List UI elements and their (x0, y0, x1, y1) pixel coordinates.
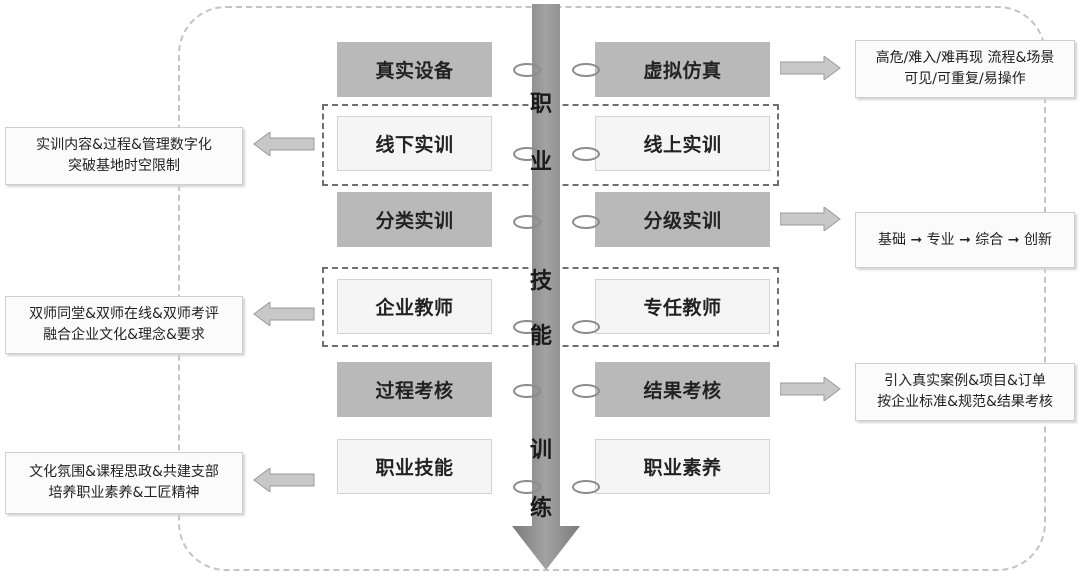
box-label: 分类实训 (375, 210, 454, 232)
left-arrow-icon (253, 132, 315, 156)
spine-arrow (512, 4, 580, 570)
note-enterprise-teacher: 双师同堂&双师在线&双师考评 融合企业文化&理念&要求 (5, 296, 243, 354)
note-result-assessment: 引入真实案例&项目&订单 按企业标准&规范&结果考核 (855, 363, 1075, 421)
link-oval (513, 384, 541, 398)
link-oval (572, 63, 600, 77)
note-line: 按企业标准&规范&结果考核 (877, 394, 1053, 410)
box-label: 线上实训 (643, 134, 722, 156)
box-online-training: 线上实训 (595, 116, 770, 171)
link-oval (513, 215, 541, 229)
box-label: 企业教师 (375, 297, 454, 319)
note-line: 双师同堂&双师在线&双师考评 (29, 306, 219, 322)
spine-char: 训 (529, 438, 552, 463)
spine-char: 职 (529, 92, 552, 117)
box-label: 专任教师 (643, 297, 722, 319)
box-vocational-skills: 职业技能 (337, 439, 492, 494)
box-label: 真实设备 (375, 60, 454, 82)
box-label: 分级实训 (643, 210, 722, 232)
right-arrow-icon (780, 56, 841, 80)
box-label: 职业素养 (643, 457, 722, 479)
note-line: 引入真实案例&项目&订单 (884, 373, 1046, 389)
link-oval (513, 480, 541, 494)
left-arrow-icon (253, 302, 315, 326)
link-oval (572, 384, 600, 398)
note-line: 高危/难入/难再现 流程&场景 (875, 50, 1055, 66)
box-category-training: 分类实训 (337, 192, 492, 247)
box-label: 过程考核 (375, 380, 454, 402)
note-line: 突破基地时空限制 (68, 158, 180, 174)
note-line: 文化氛围&课程思政&共建支部 (29, 464, 219, 480)
box-offline-training: 线下实训 (337, 116, 492, 171)
box-fulltime-teacher: 专任教师 (595, 279, 770, 334)
spine-char: 技 (529, 269, 552, 294)
spine-char: 能 (529, 324, 552, 349)
note-line: 实训内容&过程&管理数字化 (36, 137, 212, 153)
note-vocational-skills: 文化氛围&课程思政&共建支部 培养职业素养&工匠精神 (5, 452, 243, 514)
note-line: 培养职业素养&工匠精神 (48, 485, 200, 501)
link-oval (572, 215, 600, 229)
box-level-training: 分级实训 (595, 192, 770, 247)
link-oval (513, 147, 541, 161)
link-oval (513, 63, 541, 77)
note-level-training: 基础 ➞ 专业 ➞ 综合 ➞ 创新 (855, 212, 1075, 268)
box-label: 虚拟仿真 (643, 60, 722, 82)
box-professional-quality: 职业素养 (595, 439, 770, 494)
link-oval (572, 147, 600, 161)
right-arrow-icon (780, 377, 841, 401)
note-line: 基础 ➞ 专业 ➞ 综合 ➞ 创新 (878, 231, 1052, 248)
right-arrow-icon (780, 207, 841, 231)
box-process-assessment: 过程考核 (337, 362, 492, 417)
note-offline-training: 实训内容&过程&管理数字化 突破基地时空限制 (5, 127, 243, 185)
box-label: 职业技能 (375, 457, 454, 479)
link-oval (513, 320, 541, 334)
box-virtual-simulation: 虚拟仿真 (595, 42, 770, 97)
box-label: 结果考核 (643, 380, 722, 402)
link-oval (572, 480, 600, 494)
note-line: 可见/可重复/易操作 (904, 71, 1026, 87)
outer-frame (178, 6, 1046, 571)
box-result-assessment: 结果考核 (595, 362, 770, 417)
spine-char: 业 (529, 150, 552, 175)
spine-char: 练 (529, 496, 552, 521)
box-label: 线下实训 (375, 134, 454, 156)
box-real-equipment: 真实设备 (337, 42, 492, 97)
note-virtual-simulation: 高危/难入/难再现 流程&场景 可见/可重复/易操作 (855, 40, 1075, 98)
box-enterprise-teacher: 企业教师 (337, 279, 492, 334)
note-line: 融合企业文化&理念&要求 (43, 327, 205, 343)
left-arrow-icon (253, 468, 315, 492)
link-oval (572, 320, 600, 334)
